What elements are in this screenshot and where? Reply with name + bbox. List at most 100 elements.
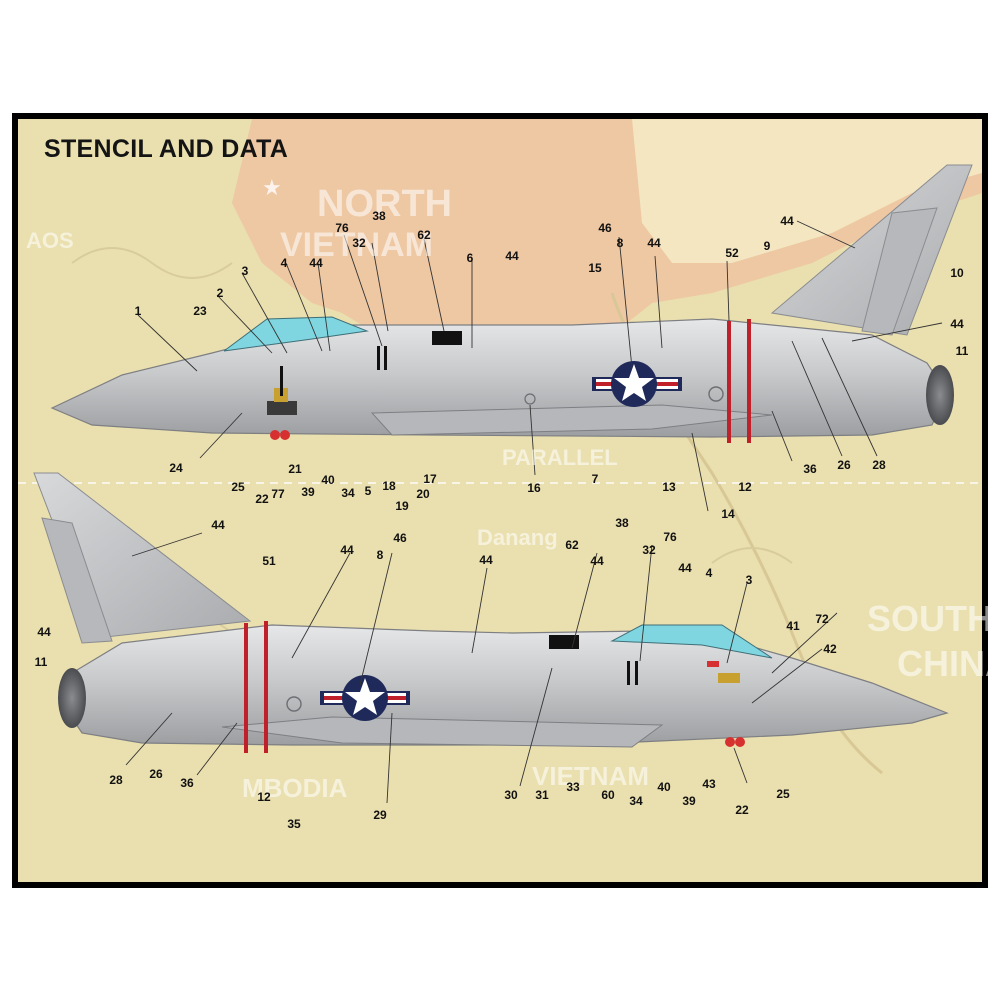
bottom-callout-3: 8 <box>376 548 384 562</box>
top-callout-7: 32 <box>352 236 366 250</box>
top-callout-33: 20 <box>416 487 430 501</box>
bottom-callout-17: 44 <box>37 625 51 639</box>
top-callout-15: 44 <box>647 236 661 250</box>
top-callout-14: 8 <box>616 236 624 250</box>
map-label-laos: AOS <box>26 228 74 253</box>
roundel-bottom <box>320 675 410 721</box>
bottom-callout-13: 3 <box>745 573 753 587</box>
top-callout-26: 21 <box>288 462 302 476</box>
red-stripe-top-1 <box>727 321 731 443</box>
bottom-callout-23: 35 <box>287 817 301 831</box>
map-label-vietnam-top: VIETNAM <box>280 226 433 264</box>
top-callout-35: 16 <box>527 481 541 495</box>
top-callout-29: 34 <box>341 486 355 500</box>
wing-bottom <box>221 716 664 748</box>
top-callout-31: 18 <box>382 479 396 493</box>
top-callout-11: 44 <box>505 249 519 263</box>
bottom-callout-16: 42 <box>823 642 837 656</box>
map-label-south: SOUTH <box>867 598 993 639</box>
top-callout-9: 62 <box>417 228 431 242</box>
map-label-cambodia: MBODIA <box>242 773 348 803</box>
bottom-callout-19: 28 <box>109 773 123 787</box>
top-callout-17: 9 <box>763 239 771 253</box>
top-callout-34: 17 <box>423 472 437 486</box>
bottom-callout-26: 31 <box>535 788 549 802</box>
bottom-callout-11: 44 <box>678 561 692 575</box>
bottom-callout-1: 51 <box>262 554 276 568</box>
page-title: STENCIL AND DATA <box>44 135 289 163</box>
bottom-callout-31: 39 <box>682 794 696 808</box>
bottom-callout-6: 62 <box>565 538 579 552</box>
canopy-bottom <box>610 624 773 659</box>
top-callout-10: 6 <box>466 251 474 265</box>
red-stripe-top-2 <box>747 319 751 443</box>
bottom-callout-22: 12 <box>257 790 271 804</box>
top-callout-4: 4 <box>280 256 288 270</box>
top-callout-32: 19 <box>395 499 409 513</box>
aircraft-top <box>50 164 973 443</box>
top-callout-8: 38 <box>372 209 386 223</box>
top-callout-23: 25 <box>231 480 245 494</box>
top-callout-18: 44 <box>780 214 794 228</box>
bottom-callout-25: 30 <box>504 788 518 802</box>
top-callout-12: 46 <box>598 221 612 235</box>
top-callout-19: 10 <box>950 266 964 280</box>
bottom-callout-12: 4 <box>705 566 713 580</box>
top-callout-3: 3 <box>241 264 249 278</box>
top-callout-6: 76 <box>335 221 349 235</box>
top-callout-22: 24 <box>169 461 183 475</box>
map-label-danang: Danang <box>477 525 558 550</box>
bottom-callout-15: 72 <box>815 612 829 626</box>
aircraft-bottom <box>33 472 949 753</box>
nozzle-bottom <box>58 668 86 728</box>
bottom-callout-34: 25 <box>776 787 790 801</box>
rudder-bottom <box>41 517 113 644</box>
bottom-callout-14: 41 <box>786 619 800 633</box>
bottom-callout-4: 46 <box>393 531 407 545</box>
bottom-callout-29: 34 <box>629 794 643 808</box>
top-callout-0: 1 <box>134 304 142 318</box>
decal-artwork: ★ <box>18 119 982 882</box>
roundel-top <box>592 361 682 407</box>
top-callout-21: 11 <box>955 344 969 358</box>
bottom-callout-8: 44 <box>590 554 604 568</box>
bottom-callout-0: 44 <box>211 518 225 532</box>
rudder-top <box>861 207 938 336</box>
wing-top <box>370 404 773 436</box>
bottom-callout-2: 44 <box>340 543 354 557</box>
bottom-callout-5: 44 <box>479 553 493 567</box>
tail-fin-top <box>770 164 973 336</box>
top-callout-37: 13 <box>662 480 676 494</box>
top-callout-1: 23 <box>193 304 207 318</box>
top-callout-39: 14 <box>721 507 735 521</box>
top-callout-38: 12 <box>738 480 752 494</box>
map-label-vietnam-bottom: VIETNAM <box>532 761 649 791</box>
star-icon: ★ <box>262 176 282 201</box>
bottom-callout-28: 60 <box>601 788 615 802</box>
canopy-top <box>223 316 369 352</box>
bottom-callout-27: 33 <box>566 780 580 794</box>
red-stripe-bottom-2 <box>264 621 268 753</box>
top-callout-16: 52 <box>725 246 739 260</box>
bottom-callout-7: 38 <box>615 516 629 530</box>
top-callout-42: 28 <box>872 458 886 472</box>
nozzle-top <box>926 365 954 425</box>
map-label-north: NORTH <box>317 183 453 225</box>
bottom-callout-18: 11 <box>34 655 48 669</box>
top-callout-20: 44 <box>950 317 964 331</box>
top-callout-28: 40 <box>321 473 335 487</box>
decal-sheet-frame: ★ <box>12 113 1000 888</box>
top-callout-5: 44 <box>309 256 323 270</box>
top-callout-2: 2 <box>216 286 224 300</box>
bottom-callout-21: 36 <box>180 776 194 790</box>
top-callout-25: 77 <box>271 487 285 501</box>
bottom-callout-9: 32 <box>642 543 656 557</box>
bottom-callout-32: 43 <box>702 777 716 791</box>
top-callout-40: 36 <box>803 462 817 476</box>
top-callout-36: 7 <box>591 472 599 486</box>
map-label-china: CHINA <box>897 643 1000 684</box>
top-callout-27: 39 <box>301 485 315 499</box>
top-callout-13: 15 <box>588 261 602 275</box>
bottom-callout-10: 76 <box>663 530 677 544</box>
top-callout-30: 5 <box>364 484 372 498</box>
